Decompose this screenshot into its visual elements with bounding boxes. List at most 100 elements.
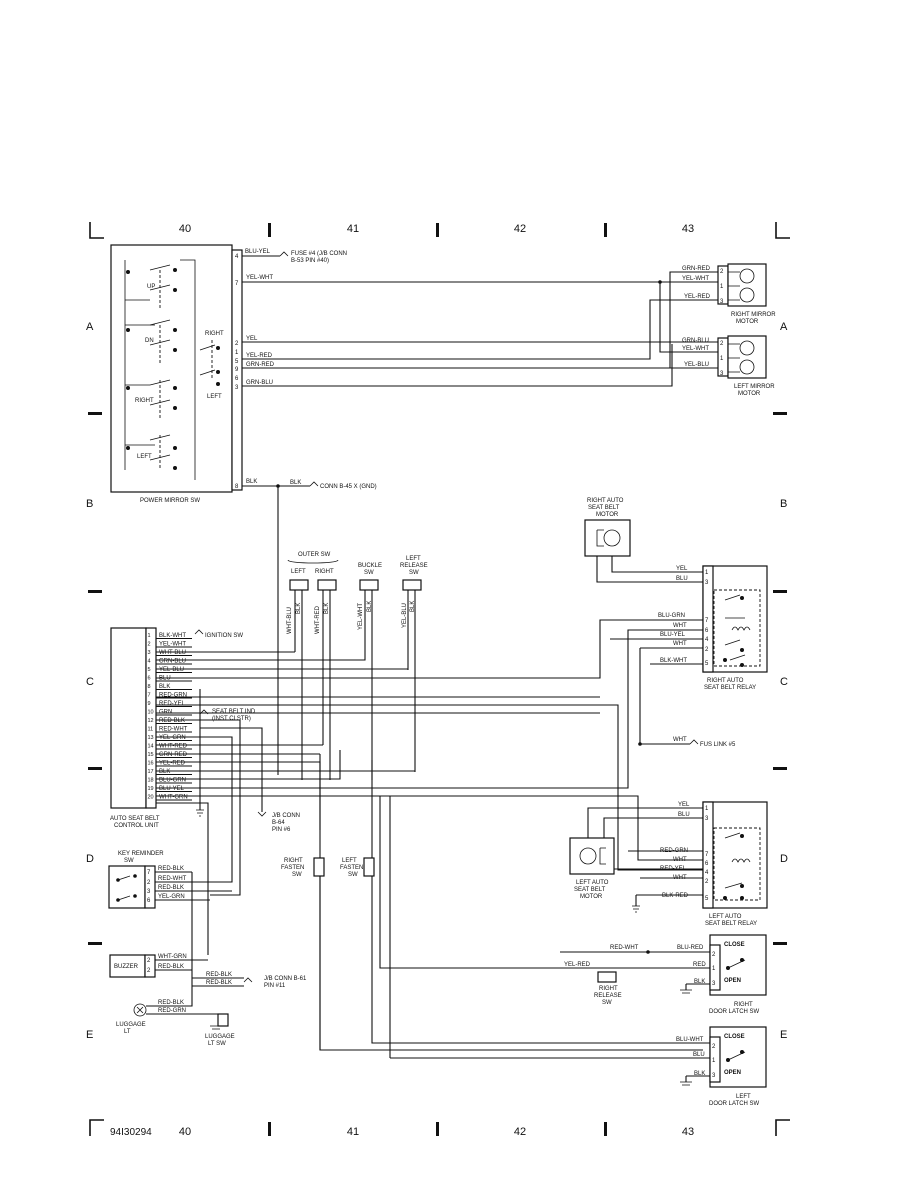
- component-label: LUGGAGE: [205, 1034, 235, 1040]
- pin-number: 3: [148, 650, 151, 656]
- right-release-switch-body: [597, 971, 617, 983]
- wire-label: YEL-WHT: [682, 276, 709, 282]
- wire-label: YEL-RED: [246, 353, 273, 359]
- wire-label: RED: [693, 962, 706, 968]
- row-tick: [773, 412, 787, 415]
- top-switch-group: OUTER SW LEFT RIGHT BUCKLE SW LEFT RELEA…: [276, 484, 428, 780]
- col-label-42: 42: [514, 223, 526, 235]
- component-label: RIGHT MIRROR: [731, 312, 776, 318]
- pin-number: 14: [148, 744, 154, 750]
- right-door-latch-switch: CLOSE OPEN 2 1 3 RED-WHT BLU-RED YEL-RED…: [560, 934, 767, 1015]
- right-relay-connector: [702, 565, 714, 673]
- pin-number: 17: [148, 769, 154, 775]
- wire-label: BLK-WHT: [159, 633, 186, 639]
- pin-number: 4: [705, 637, 709, 643]
- latch-open-label: OPEN: [724, 1070, 741, 1076]
- pin-number: 1: [712, 1058, 716, 1064]
- tick: [436, 1122, 439, 1136]
- outer-sw-label: OUTER SW: [298, 552, 331, 558]
- pin-number: 6: [148, 676, 151, 682]
- col-label-40: 40: [179, 223, 191, 235]
- wire-label: GRN-RED: [682, 266, 711, 272]
- row-label-e: E: [86, 1029, 93, 1041]
- mirror-sw-left-label: LEFT: [137, 454, 152, 460]
- left-mirror-motor: 2 1 3 GRN-BLU YEL-WHT YEL-BLU LEFT MIRRO…: [682, 335, 775, 397]
- wire-label: RED-WHT: [159, 727, 188, 733]
- right-release-switch: RIGHT RELEASE SW: [594, 971, 622, 1006]
- right-auto-motor-body: [584, 519, 631, 557]
- component-label: LEFT: [342, 858, 357, 864]
- grid-footer: 94I30294 40 41 42 43: [89, 1119, 790, 1138]
- wire-label: BLK: [159, 684, 170, 690]
- wire-label: YEL-WHT: [159, 642, 186, 648]
- pin-number: 3: [720, 299, 724, 305]
- corner-mark: [89, 222, 104, 239]
- wire-label: BLU: [693, 1052, 705, 1058]
- luggage-lt-switch: [217, 1013, 229, 1027]
- pin-number: 7: [147, 870, 151, 876]
- right-mirror-motor: 2 1 3 GRN-RED YEL-WHT YEL-RED RIGHT MIRR…: [682, 263, 776, 325]
- component-label: FASTEN: [281, 865, 304, 871]
- pin-number: 7: [705, 852, 709, 858]
- latch-close-label: CLOSE: [724, 1034, 745, 1040]
- wire-label: BLK-WHT: [660, 658, 687, 664]
- component-label: RIGHT: [734, 1002, 753, 1008]
- fus-link-ref: WHT FUS LINK #5: [638, 737, 736, 748]
- power-mirror-switch-connector: [231, 249, 243, 491]
- pin-number: 8: [235, 484, 239, 490]
- release-sw-label: SW: [409, 570, 419, 576]
- seat-belt-ind-ref: SEAT BELT IND: [212, 709, 256, 715]
- right-auto-seat-belt-relay: 1 3 7 6 4 2 5 YEL BLU BLU-GRN WHT BLU-YE…: [610, 565, 768, 744]
- wire-label: WHT: [673, 623, 687, 629]
- row-label-a: A: [780, 321, 788, 333]
- buzzer: BUZZER 2 2 WHT-GRN RED-BLK RED-BLK RED-B…: [109, 872, 307, 1000]
- pin-number: 7: [235, 281, 239, 287]
- component-label: RELEASE: [594, 993, 622, 999]
- wire-label: BLK: [159, 769, 170, 775]
- wire-label: YEL: [676, 566, 688, 572]
- wire-label: BLK: [694, 979, 705, 985]
- seat-belt-ind-ref: (INST CLSTR): [212, 716, 251, 722]
- wire-label: BLK: [296, 603, 302, 614]
- key-reminder-connector: [144, 865, 156, 909]
- wire-label: BLU-WHT: [676, 1037, 704, 1043]
- mirror-sw-left2-label: LEFT: [207, 394, 222, 400]
- wire-label: BLU-GRN: [159, 778, 186, 784]
- wire-label: RED-BLK: [206, 972, 232, 978]
- wire-label: YEL-RED: [159, 761, 186, 767]
- wire-label: RED-BLK: [158, 964, 184, 970]
- row-label-b: B: [780, 498, 787, 510]
- wire-label: WHT-BLU: [159, 650, 186, 656]
- pin-number: 1: [235, 350, 239, 356]
- wire-label: YEL-GRN: [159, 735, 186, 741]
- wire-label: BLK: [324, 603, 330, 614]
- wire-label: BLU: [678, 812, 690, 818]
- pin-number: 20: [148, 795, 154, 801]
- component-label: RIGHT AUTO: [707, 678, 744, 684]
- row-label-c: C: [86, 676, 94, 688]
- pin-number: 9: [235, 367, 239, 373]
- pin-number: 8: [148, 684, 151, 690]
- component-label: LUGGAGE: [116, 1022, 146, 1028]
- component-label: SW: [602, 1000, 612, 1006]
- buckle-sw-label: BUCKLE: [358, 563, 382, 569]
- wire-label: YEL-BLU: [159, 667, 184, 673]
- corner-mark: [775, 222, 790, 239]
- wire-label: BLU-YEL: [159, 786, 185, 792]
- col-label-41: 41: [347, 223, 359, 235]
- key-reminder-switch: KEY REMINDER SW 7 2 3 6 RED-BLK RED-WHT …: [108, 851, 232, 909]
- buckle-switch: [359, 579, 379, 591]
- component-label: CONTROL UNIT: [114, 823, 159, 829]
- wire-label: YEL-GRN: [158, 894, 185, 900]
- wire-label: GRN-BLU: [246, 380, 273, 386]
- pin-number: 5: [235, 359, 239, 365]
- left-auto-seat-belt-motor: LEFT AUTO SEAT BELT MOTOR: [569, 807, 703, 900]
- wire-label: WHT-GRN: [158, 954, 187, 960]
- col-label-40: 40: [179, 1126, 191, 1138]
- buzzer-connector: [144, 954, 156, 978]
- wire-label: WHT-RED: [315, 605, 321, 634]
- row-label-d: D: [780, 853, 788, 865]
- tick: [604, 1122, 607, 1136]
